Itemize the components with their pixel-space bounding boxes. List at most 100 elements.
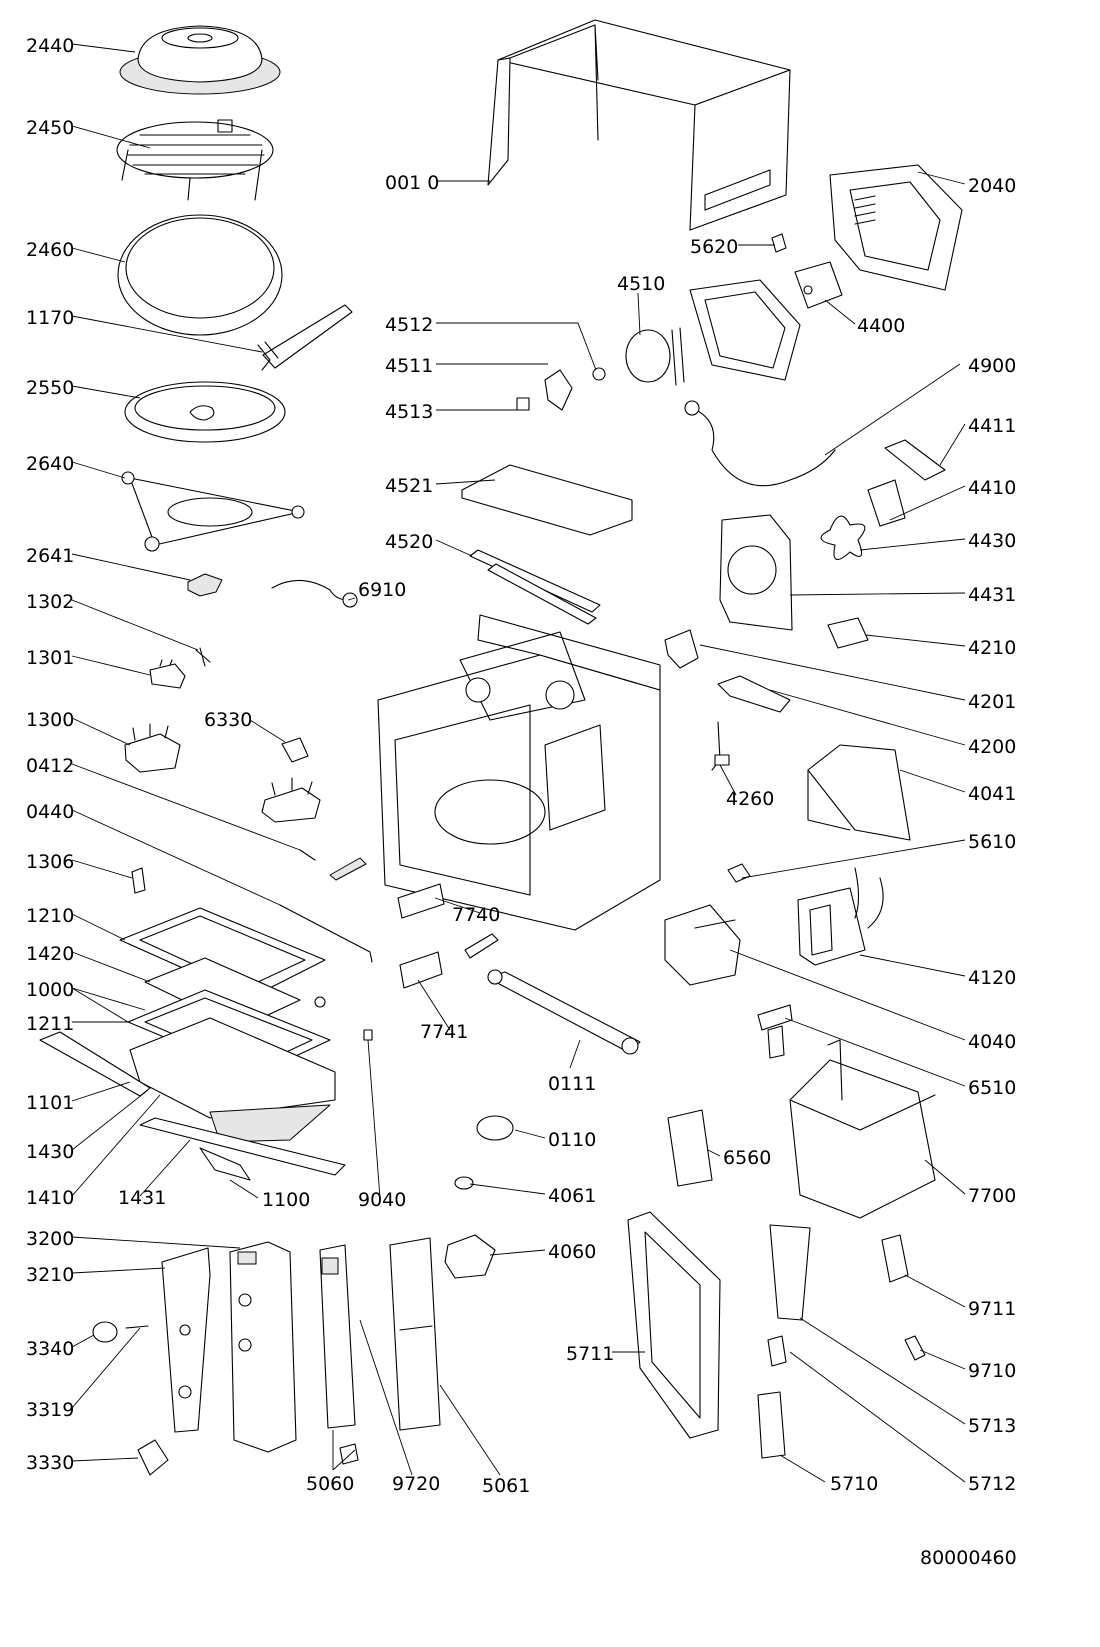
switch-assembly-drawing [757, 1224, 811, 1459]
label-6330: 6330 [204, 709, 252, 731]
label-7740: 7740 [452, 904, 500, 926]
label-4060: 4060 [548, 1241, 596, 1263]
cover-plate-drawing [119, 25, 281, 95]
label-3340: 3340 [26, 1338, 74, 1360]
bracket-4201-drawing [664, 629, 699, 669]
label-4210: 4210 [968, 637, 1016, 659]
label-2550: 2550 [26, 377, 74, 399]
label-4510: 4510 [617, 273, 665, 295]
pin-drawing [195, 647, 211, 667]
label-5060: 5060 [306, 1473, 354, 1495]
latch-holder-drawing [124, 723, 181, 773]
label-3210: 3210 [26, 1264, 74, 1286]
label-4512: 4512 [385, 314, 433, 336]
label-4400: 4400 [857, 315, 905, 337]
label-5712: 5712 [968, 1473, 1016, 1495]
label-2040: 2040 [968, 175, 1016, 197]
turntable-plate-drawing [124, 381, 286, 443]
air-guide-7700-drawing [789, 1039, 936, 1219]
label-0412: 0412 [26, 755, 74, 777]
label-1410: 1410 [26, 1187, 74, 1209]
label-1000: 1000 [26, 979, 74, 1001]
capacitor-drawing [827, 617, 869, 649]
label-9710: 9710 [968, 1360, 1016, 1382]
clip-5620-drawing [771, 233, 787, 253]
transformer-4120-drawing [797, 867, 884, 966]
label-9711: 9711 [968, 1298, 1016, 1320]
label-4513: 4513 [385, 401, 433, 423]
motor-4400-drawing [794, 261, 843, 309]
rods-drawing [279, 849, 373, 963]
drive-parts-drawing [444, 1115, 514, 1279]
heater-element-drawing [469, 549, 601, 625]
door-panel-drawing [39, 989, 346, 1181]
label-0111: 0111 [548, 1073, 596, 1095]
label-5711: 5711 [566, 1343, 614, 1365]
document-number: 80000460 [920, 1547, 1017, 1569]
diode-drawing [717, 675, 791, 713]
sheet-6560-drawing [667, 1109, 713, 1187]
fuse-holder-drawing [881, 1234, 926, 1361]
part-labels: 2440 2450 2460 1170 2550 2640 2641 1302 … [26, 35, 1016, 1497]
label-1420: 1420 [26, 943, 74, 965]
label-9040: 9040 [358, 1189, 406, 1211]
label-3330: 3330 [26, 1452, 74, 1474]
label-4431: 4431 [968, 584, 1016, 606]
magnetron-4040-drawing [664, 904, 741, 986]
label-4040: 4040 [968, 1031, 1016, 1053]
label-5713: 5713 [968, 1415, 1016, 1437]
label-4120: 4120 [968, 967, 1016, 989]
label-0440: 0440 [26, 801, 74, 823]
label-0010: 001 0 [385, 172, 439, 194]
label-1306: 1306 [26, 851, 74, 873]
label-2450: 2450 [26, 117, 74, 139]
label-4430: 4430 [968, 530, 1016, 552]
label-4511: 4511 [385, 355, 433, 377]
label-7700: 7700 [968, 1185, 1016, 1207]
label-6510: 6510 [968, 1077, 1016, 1099]
label-plate-7741-drawing [399, 951, 443, 989]
label-1300: 1300 [26, 709, 74, 731]
leader-lines [71, 43, 966, 1483]
heater-cover-drawing [461, 464, 633, 536]
crisp-pan-drawing [117, 214, 283, 336]
label-4410: 4410 [968, 477, 1016, 499]
label-1170: 1170 [26, 307, 74, 329]
label-plate-7740-drawing [397, 883, 445, 919]
label-3319: 3319 [26, 1399, 74, 1421]
label-4521: 4521 [385, 475, 433, 497]
handle-drawing [257, 304, 353, 371]
frame-5711-drawing [627, 1211, 721, 1439]
label-1210: 1210 [26, 905, 74, 927]
bracket-small-drawing [464, 933, 499, 959]
fuse-4260-drawing [711, 721, 730, 771]
shaft-0111-drawing [487, 969, 641, 1055]
control-panel-drawing [161, 1241, 297, 1453]
label-4260: 4260 [726, 788, 774, 810]
label-2460: 2460 [26, 239, 74, 261]
nut-drawing [314, 996, 326, 1008]
label-4520: 4520 [385, 531, 433, 553]
label-1301: 1301 [26, 647, 74, 669]
label-1100: 1100 [262, 1189, 310, 1211]
label-4411: 4411 [968, 415, 1016, 437]
lamp-6510-drawing [757, 1004, 793, 1059]
label-5620: 5620 [690, 236, 738, 258]
label-4041: 4041 [968, 783, 1016, 805]
cable-4900-drawing [684, 400, 836, 487]
clamp-5610-drawing [727, 863, 751, 883]
switch-6330-drawing [261, 737, 321, 823]
stirrer-drawing [516, 367, 606, 411]
label-4201: 4201 [968, 691, 1016, 713]
coupler-drawing [187, 573, 223, 597]
label-1302: 1302 [26, 591, 74, 613]
label-7741: 7741 [420, 1021, 468, 1043]
waveguide-frame-drawing [625, 279, 801, 386]
label-6910: 6910 [358, 579, 406, 601]
label-3200: 3200 [26, 1228, 74, 1250]
thermostat-cable-drawing [271, 579, 358, 608]
oven-cavity-drawing [377, 614, 661, 931]
label-2640: 2640 [26, 453, 74, 475]
label-2641: 2641 [26, 545, 74, 567]
